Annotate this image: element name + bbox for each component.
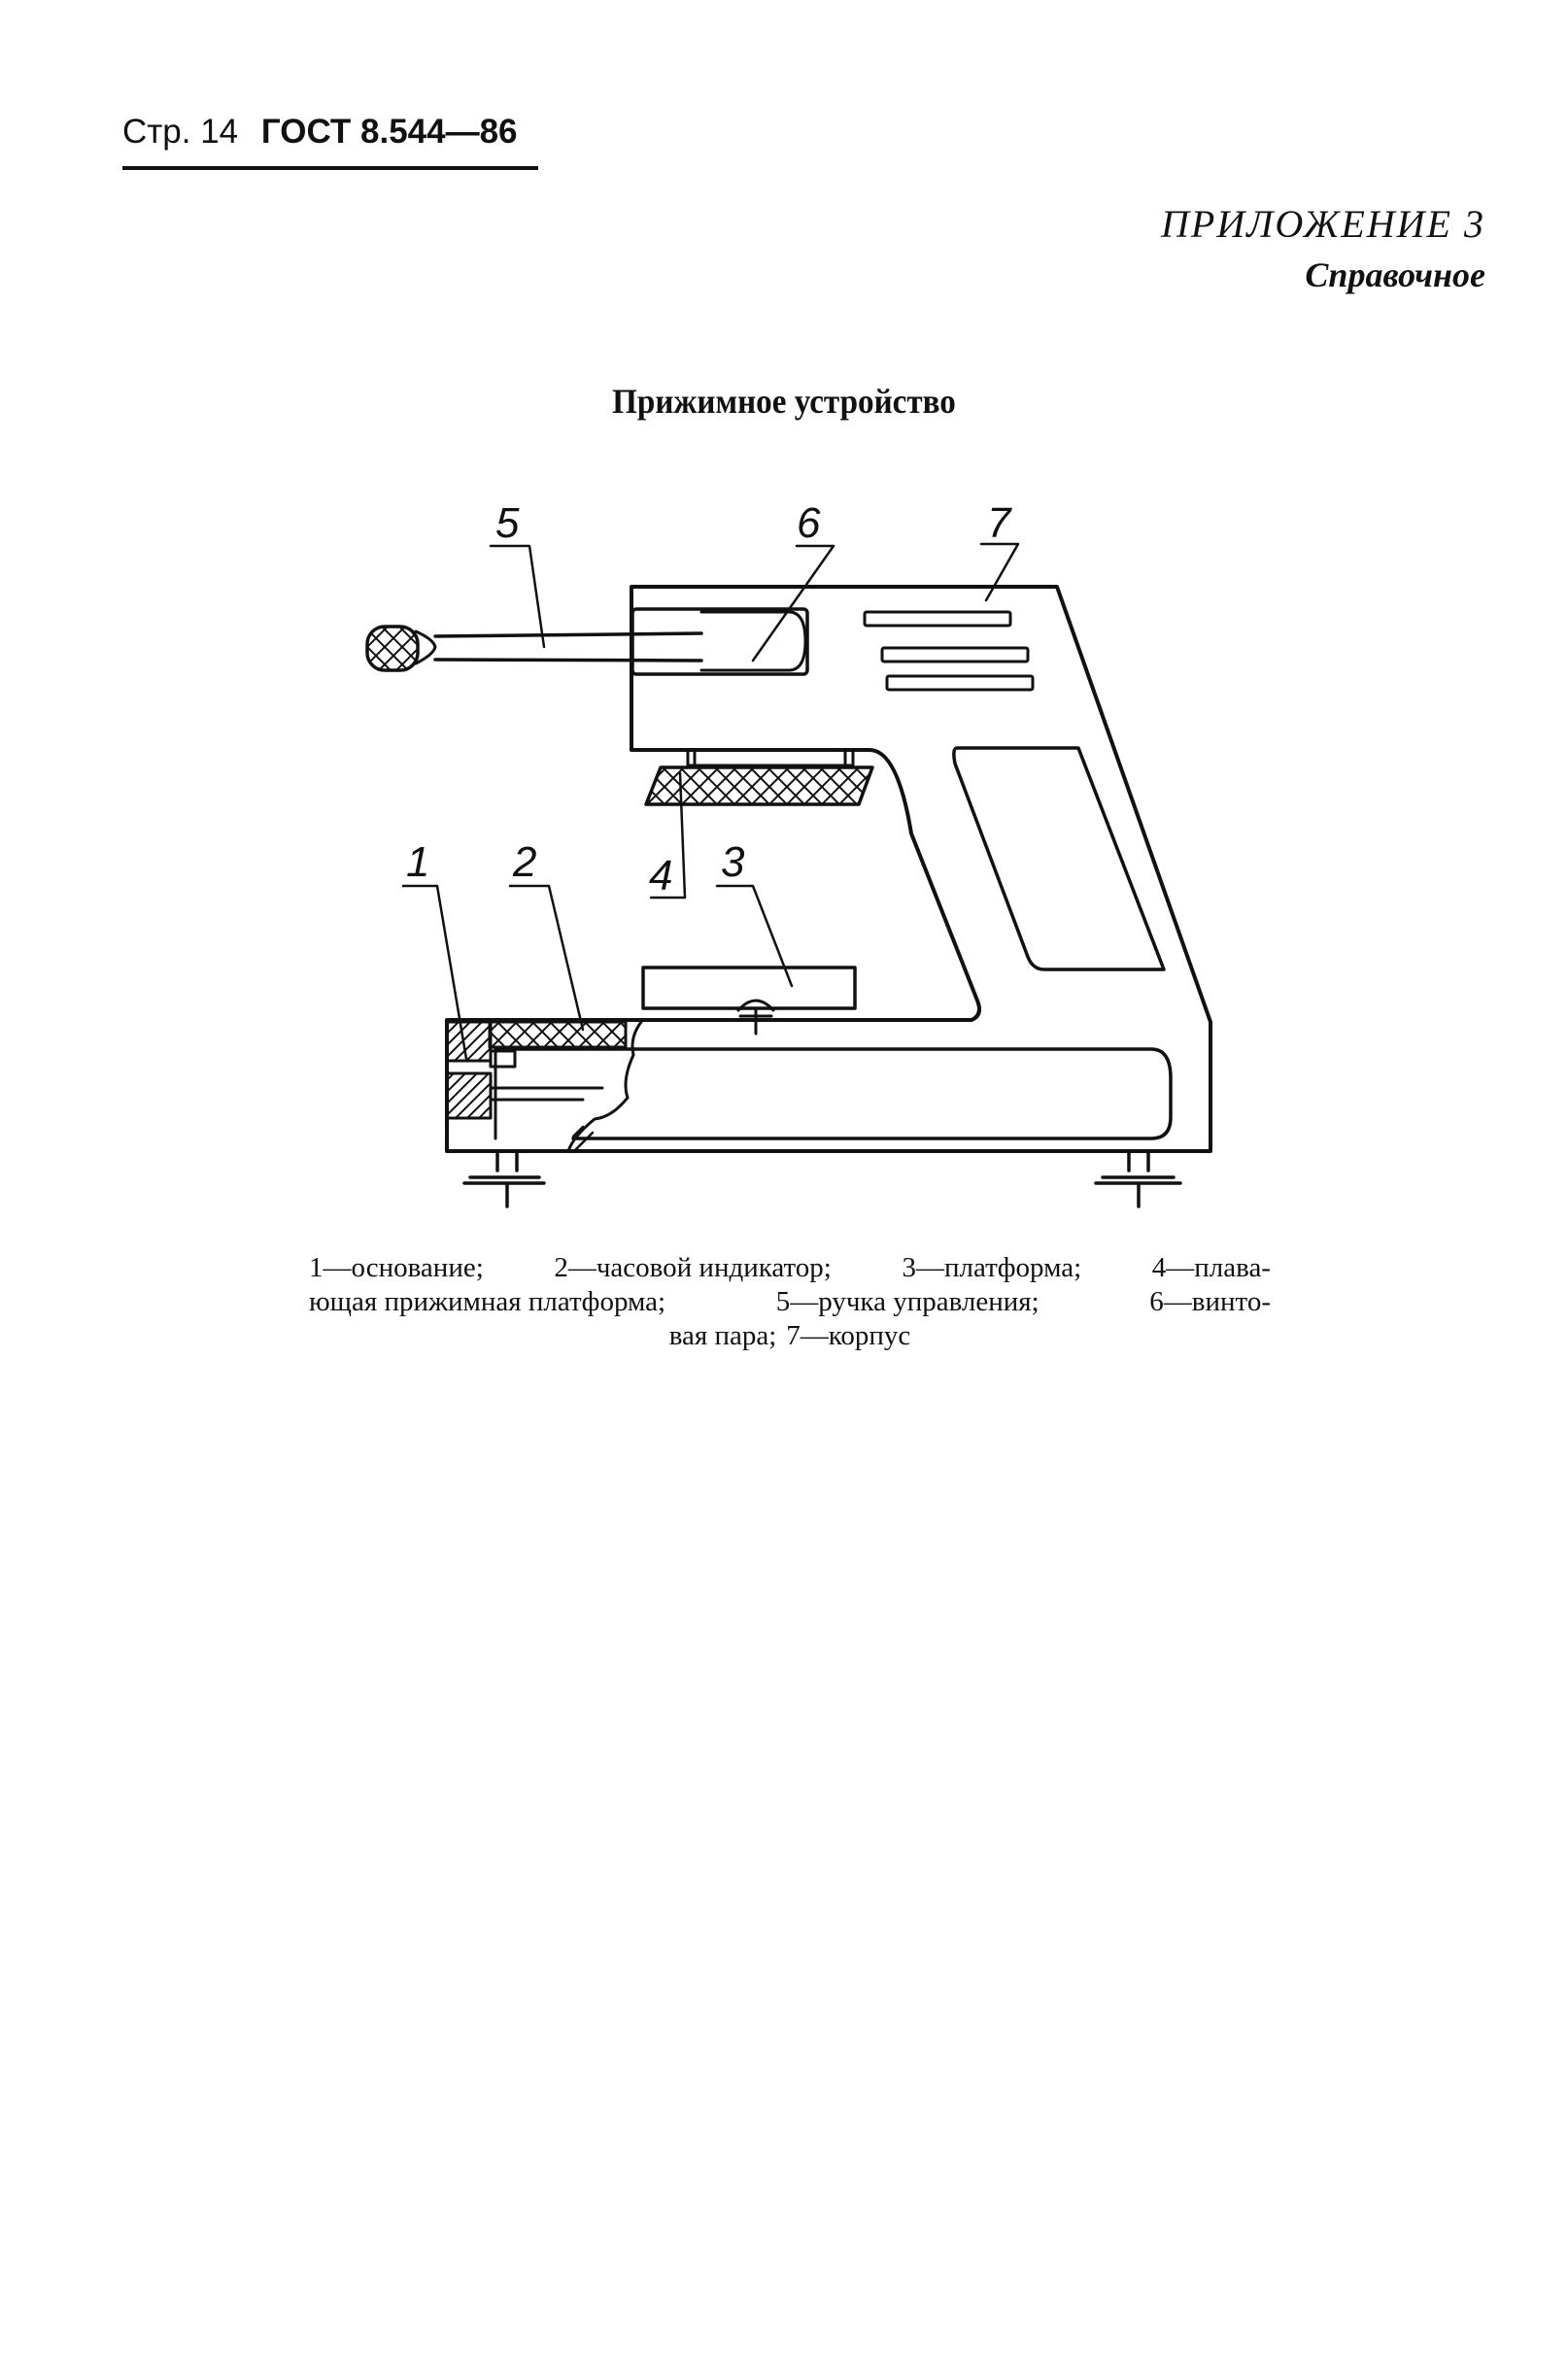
pressure-plate	[644, 765, 874, 806]
caption-line-1: 1—основание; 2—часовой индикатор; 3—плат…	[309, 1251, 1271, 1285]
callout-6: 6	[797, 499, 821, 547]
slot-3	[885, 674, 1035, 692]
screw-housing	[631, 607, 809, 676]
leader-1	[401, 884, 468, 1061]
slot-1	[863, 610, 1012, 628]
break-line	[566, 1020, 643, 1153]
page-number: Стр. 14	[122, 113, 239, 151]
handle-rod	[433, 631, 703, 662]
appendix-title: ПРИЛОЖЕНИЕ 3	[1161, 202, 1485, 246]
figure-title: Прижимное устройство	[612, 382, 956, 421]
appendix-subtitle: Справочное	[1305, 255, 1485, 294]
leader-3	[715, 884, 794, 988]
foot-right	[1094, 1149, 1182, 1208]
base-section-bottom	[445, 1071, 493, 1120]
handle-knob	[365, 625, 420, 672]
caption-item-4b: ющая прижимная платформа;	[309, 1286, 666, 1317]
figure-caption: 1—основание; 2—часовой индикатор; 3—плат…	[309, 1251, 1271, 1353]
indicator-rod	[489, 1086, 604, 1102]
appendix-block: ПРИЛОЖЕНИЕ 3 Справочное	[1161, 199, 1485, 300]
caption-item-3: 3—платформа;	[902, 1252, 1082, 1283]
caption-item-5: 5—ручка управления;	[775, 1286, 1040, 1317]
caption-line-3: вая пара; 7—корпус	[309, 1319, 1271, 1353]
callout-7: 7	[987, 499, 1012, 547]
caption-item-4a: 4—плава-	[1151, 1252, 1271, 1283]
callout-1: 1	[406, 838, 429, 886]
caption-line-2: ющая прижимная платформа; 5—ручка управл…	[309, 1285, 1271, 1319]
platform-screw	[736, 999, 775, 1036]
standard-number: ГОСТ 8.544—86	[260, 113, 518, 151]
callout-2: 2	[512, 838, 536, 886]
leader-7	[979, 542, 1020, 602]
leader-4	[649, 771, 687, 900]
pressure-plate-stem	[693, 748, 847, 767]
handle-neck	[414, 629, 437, 665]
caption-item-7: 7—корпус	[786, 1320, 911, 1351]
caption-item-1: 1—основание;	[309, 1252, 484, 1283]
screw-slot	[699, 610, 807, 672]
leader-2	[508, 884, 585, 1032]
foot-left	[462, 1149, 546, 1208]
callout-4: 4	[649, 852, 672, 900]
callout-5: 5	[495, 499, 520, 547]
body-window	[952, 746, 1166, 971]
callout-3: 3	[721, 838, 745, 886]
body-outline	[445, 585, 1212, 1153]
page-header: Стр. 14 ГОСТ 8.544—86	[122, 113, 540, 173]
leader-5	[489, 544, 546, 649]
slot-2	[880, 646, 1030, 663]
pressure-plate-top	[686, 748, 855, 767]
base-cavity	[494, 1047, 1173, 1140]
caption-item-2: 2—часовой индикатор;	[554, 1252, 832, 1283]
caption-item-6a: 6—винто-	[1149, 1286, 1271, 1317]
platform	[641, 966, 857, 1010]
header-rule	[122, 166, 538, 170]
break-hatch	[571, 1125, 595, 1152]
base-section-top	[445, 1020, 493, 1063]
caption-item-6b: вая пара;	[668, 1320, 777, 1351]
leader-6	[751, 544, 835, 662]
dial-indicator	[488, 1020, 628, 1049]
